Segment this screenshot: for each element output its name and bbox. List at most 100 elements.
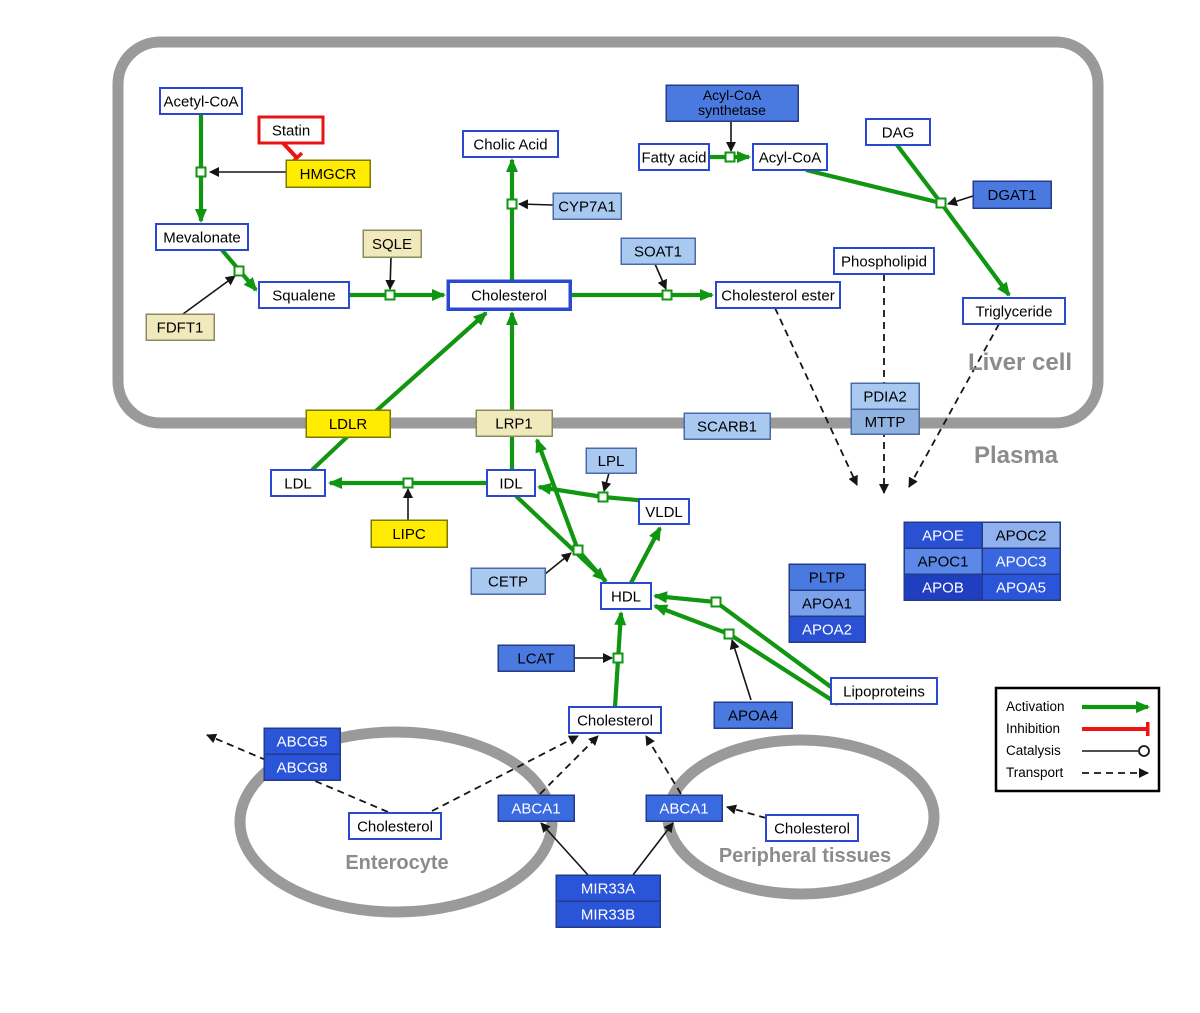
node-box-soat1[interactable] (620, 237, 696, 265)
node-box-mevalonate[interactable] (155, 223, 249, 251)
node-box-abcg5[interactable] (263, 727, 341, 755)
node-apoe[interactable]: APOE (903, 521, 983, 549)
node-apoc2[interactable]: APOC2 (981, 521, 1061, 549)
node-abcg5[interactable]: ABCG5 (263, 727, 341, 755)
node-statin[interactable]: Statin (257, 115, 325, 145)
node-cholesterol-ester[interactable]: Cholesterol ester (715, 281, 841, 309)
node-box-lpl[interactable] (585, 447, 637, 474)
node-box-cholesterol-ester[interactable] (715, 281, 841, 309)
node-box-vldl[interactable] (638, 498, 690, 525)
node-cyp7a1[interactable]: CYP7A1 (552, 192, 622, 220)
node-box-apoa5[interactable] (981, 573, 1061, 601)
node-box-sqle[interactable] (362, 229, 422, 258)
node-lipc[interactable]: LIPC (370, 519, 448, 548)
node-mir33a[interactable]: MIR33A (555, 874, 661, 902)
node-box-pdia2[interactable] (850, 382, 920, 410)
node-acetyl-coa[interactable]: Acetyl-CoA (159, 87, 243, 115)
node-dag[interactable]: DAG (865, 118, 931, 146)
node-box-lcat[interactable] (497, 644, 575, 672)
node-box-lrp1[interactable] (475, 409, 553, 437)
node-mir33b[interactable]: MIR33B (555, 900, 661, 928)
node-box-abca1-right[interactable] (645, 794, 723, 822)
node-box-dag[interactable] (865, 118, 931, 146)
node-box-statin[interactable] (257, 115, 325, 145)
node-box-apoa1[interactable] (788, 589, 866, 617)
node-apoa1[interactable]: APOA1 (788, 589, 866, 617)
node-hmgcr[interactable]: HMGCR (285, 159, 371, 188)
node-lrp1[interactable]: LRP1 (475, 409, 553, 437)
node-phospholipid[interactable]: Phospholipid (833, 247, 935, 275)
node-box-triglyceride[interactable] (962, 297, 1066, 325)
node-dgat1[interactable]: DGAT1 (972, 180, 1052, 209)
node-box-idl[interactable] (486, 469, 536, 497)
node-ldl[interactable]: LDL (270, 469, 326, 497)
node-box-dgat1[interactable] (972, 180, 1052, 209)
node-box-cholic-acid[interactable] (462, 130, 559, 158)
node-box-cholesterol-liver[interactable] (446, 279, 572, 311)
node-pdia2[interactable]: PDIA2 (850, 382, 920, 410)
node-ldlr[interactable]: LDLR (305, 409, 391, 438)
node-vldl[interactable]: VLDL (638, 498, 690, 525)
node-box-apob[interactable] (903, 573, 983, 601)
node-scarb1[interactable]: SCARB1 (683, 412, 771, 440)
node-box-ldl[interactable] (270, 469, 326, 497)
node-abca1-right[interactable]: ABCA1 (645, 794, 723, 822)
node-box-scarb1[interactable] (683, 412, 771, 440)
node-box-abca1-left[interactable] (497, 794, 575, 822)
node-abca1-left[interactable]: ABCA1 (497, 794, 575, 822)
node-box-cholesterol-plasma[interactable] (568, 706, 662, 734)
node-cholesterol-liver[interactable]: Cholesterol (446, 279, 572, 311)
node-box-cetp[interactable] (470, 567, 546, 595)
node-box-abcg8[interactable] (263, 753, 341, 781)
node-apoa4[interactable]: APOA4 (713, 701, 793, 729)
node-triglyceride[interactable]: Triglyceride (962, 297, 1066, 325)
node-apoa5[interactable]: APOA5 (981, 573, 1061, 601)
node-idl[interactable]: IDL (486, 469, 536, 497)
node-box-lipc[interactable] (370, 519, 448, 548)
node-box-cyp7a1[interactable] (552, 192, 622, 220)
node-box-mttp[interactable] (850, 408, 920, 435)
node-box-apoa2[interactable] (788, 615, 866, 643)
node-box-mir33a[interactable] (555, 874, 661, 902)
node-soat1[interactable]: SOAT1 (620, 237, 696, 265)
node-apoa2[interactable]: APOA2 (788, 615, 866, 643)
node-apob[interactable]: APOB (903, 573, 983, 601)
node-pltp[interactable]: PLTP (788, 563, 866, 591)
node-box-cholesterol-peripheral[interactable] (765, 814, 859, 842)
node-box-ldlr[interactable] (305, 409, 391, 438)
node-box-hmgcr[interactable] (285, 159, 371, 188)
node-sqle[interactable]: SQLE (362, 229, 422, 258)
node-box-fatty-acid[interactable] (638, 143, 710, 171)
node-squalene[interactable]: Squalene (258, 281, 350, 309)
node-apoc3[interactable]: APOC3 (981, 547, 1061, 575)
node-cholesterol-peripheral[interactable]: Cholesterol (765, 814, 859, 842)
node-lcat[interactable]: LCAT (497, 644, 575, 672)
node-fdft1[interactable]: FDFT1 (145, 313, 215, 341)
node-hdl[interactable]: HDL (600, 582, 652, 610)
node-box-hdl[interactable] (600, 582, 652, 610)
node-abcg8[interactable]: ABCG8 (263, 753, 341, 781)
node-box-acyl-coa-synthetase[interactable] (665, 84, 799, 122)
node-apoc1[interactable]: APOC1 (903, 547, 983, 575)
node-lipoproteins[interactable]: Lipoproteins (830, 677, 938, 705)
node-box-apoc2[interactable] (981, 521, 1061, 549)
node-cetp[interactable]: CETP (470, 567, 546, 595)
node-cholic-acid[interactable]: Cholic Acid (462, 130, 559, 158)
node-box-acetyl-coa[interactable] (159, 87, 243, 115)
node-acyl-coa2[interactable]: Acyl-CoA (752, 143, 828, 171)
node-box-squalene[interactable] (258, 281, 350, 309)
node-box-phospholipid[interactable] (833, 247, 935, 275)
node-box-cholesterol-enterocyte[interactable] (348, 812, 442, 840)
node-box-fdft1[interactable] (145, 313, 215, 341)
node-lpl[interactable]: LPL (585, 447, 637, 474)
node-box-acyl-coa2[interactable] (752, 143, 828, 171)
node-box-lipoproteins[interactable] (830, 677, 938, 705)
node-cholesterol-plasma[interactable]: Cholesterol (568, 706, 662, 734)
node-box-pltp[interactable] (788, 563, 866, 591)
node-fatty-acid[interactable]: Fatty acid (638, 143, 710, 171)
node-mevalonate[interactable]: Mevalonate (155, 223, 249, 251)
node-box-apoa4[interactable] (713, 701, 793, 729)
node-cholesterol-enterocyte[interactable]: Cholesterol (348, 812, 442, 840)
node-box-mir33b[interactable] (555, 900, 661, 928)
